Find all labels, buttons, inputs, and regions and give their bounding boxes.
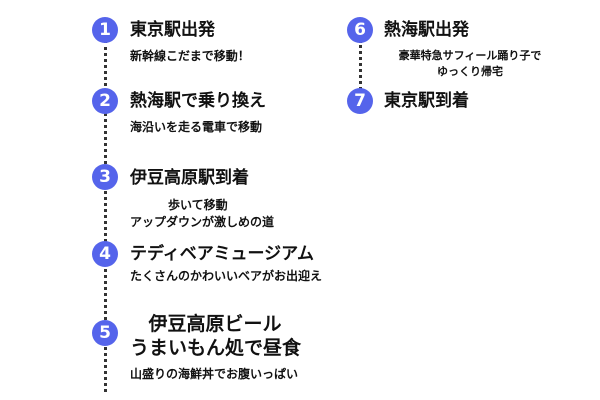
step-note: 歩いて移動 — [168, 198, 228, 212]
step-number-badge: 5 — [92, 320, 118, 346]
step-note: 豪華特急サフィール踊り子で — [398, 49, 542, 62]
step-title: 伊豆高原ビール — [148, 313, 282, 335]
step-note: 海沿いを走る電車で移動 — [130, 120, 263, 134]
step-number-badge: 4 — [92, 241, 118, 267]
step-number-badge: 2 — [92, 88, 118, 114]
step-title: 東京駅出発 — [130, 20, 215, 40]
step-number-badge: 3 — [92, 164, 118, 190]
step-note: たくさんのかわいいベアがお出迎え — [130, 269, 323, 283]
step-title: 熱海駅で乗り換え — [130, 91, 266, 111]
step-title: 熱海駅出発 — [384, 20, 469, 40]
step-note: 山盛りの海鮮丼でお腹いっぱい — [130, 367, 299, 381]
step-title: テディベアミュージアム — [130, 244, 314, 264]
step-number-badge: 1 — [92, 17, 118, 43]
step-title: 東京駅到着 — [384, 91, 469, 111]
step-number-badge: 6 — [347, 17, 373, 43]
step-title: うまいもん処で昼食 — [130, 337, 302, 359]
step-note: ゆっくり帰宅 — [437, 65, 503, 78]
step-note: アップダウンが激しめの道 — [130, 215, 275, 229]
connector-line-left — [104, 40, 107, 392]
step-number-badge: 7 — [347, 88, 373, 114]
connector-line-right — [359, 40, 362, 90]
step-note: 新幹線こだまで移動！ — [130, 49, 250, 63]
step-title: 伊豆高原駅到着 — [130, 168, 249, 188]
